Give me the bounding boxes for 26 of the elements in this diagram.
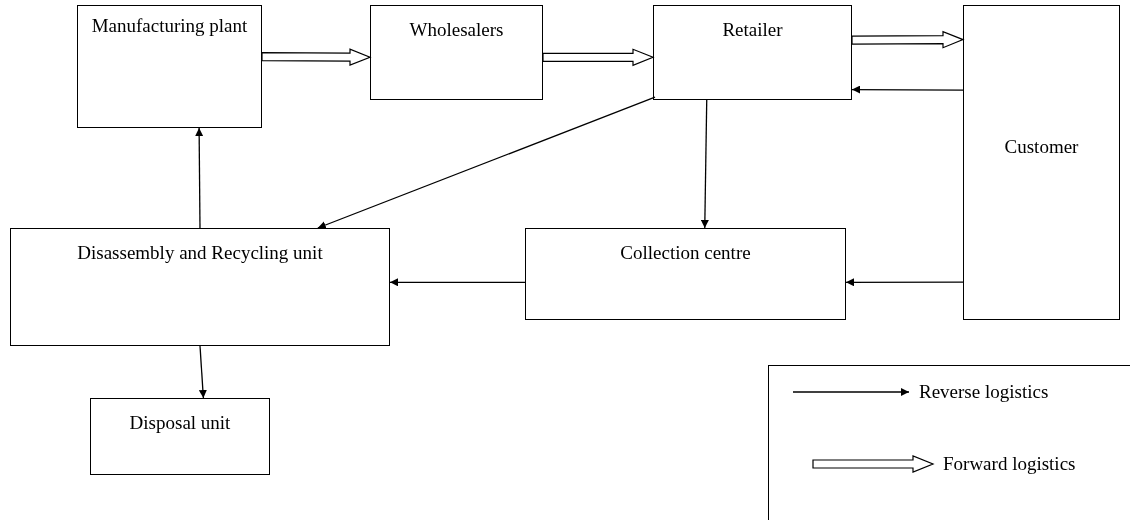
arrow bbox=[195, 127, 204, 229]
arrow bbox=[389, 278, 526, 287]
box-label: Wholesalers bbox=[409, 18, 504, 42]
hollow-arrow bbox=[851, 30, 965, 49]
arrow bbox=[198, 345, 207, 399]
box-label: Customer bbox=[1004, 134, 1079, 159]
process-box bbox=[963, 5, 1120, 320]
arrow bbox=[851, 85, 964, 94]
process-box bbox=[77, 5, 262, 128]
process-box bbox=[90, 398, 270, 475]
hollow-arrow bbox=[542, 48, 655, 67]
arrow bbox=[317, 96, 656, 229]
box-label: Disassembly and Recycling unit bbox=[77, 241, 323, 265]
process-box bbox=[10, 228, 390, 346]
box-label: Disposal unit bbox=[129, 411, 231, 435]
arrow bbox=[700, 99, 709, 229]
box-label: Manufacturing plant bbox=[91, 14, 248, 38]
process-box bbox=[653, 5, 852, 100]
legend-label: Forward logistics bbox=[943, 452, 1076, 476]
legend-label: Reverse logistics bbox=[919, 380, 1049, 404]
arrow bbox=[845, 278, 964, 287]
box-label: Collection centre bbox=[620, 241, 751, 265]
hollow-arrow bbox=[261, 48, 372, 66]
process-box bbox=[370, 5, 543, 100]
process-box bbox=[525, 228, 846, 320]
box-label: Retailer bbox=[722, 18, 783, 42]
